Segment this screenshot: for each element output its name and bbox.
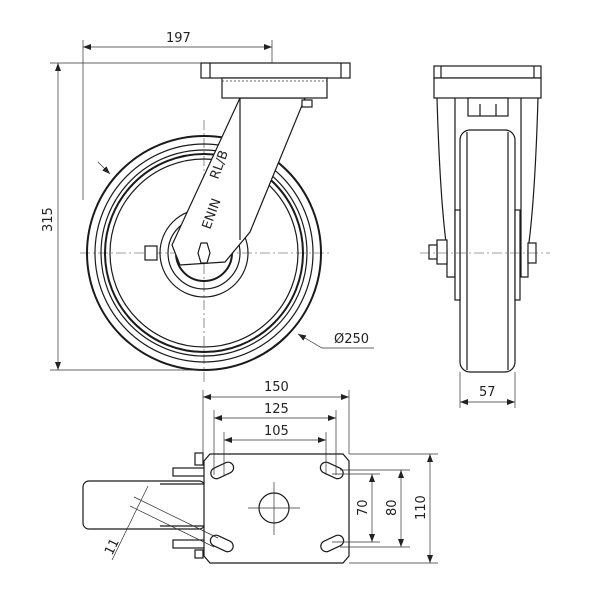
side-axle-nut-left <box>436 239 448 265</box>
dim-197-label: 197 <box>166 31 191 46</box>
dim-plate-length: 197 <box>82 31 273 200</box>
side-wheel <box>459 129 516 373</box>
slot-top-left <box>210 461 235 480</box>
dim-overall-height: 315 <box>41 62 204 371</box>
top-plate <box>200 62 351 79</box>
axle-nut-side <box>144 245 158 261</box>
dim-125-label: 125 <box>264 402 289 417</box>
top-view <box>82 452 350 564</box>
front-view: RL/B ENIN <box>80 62 351 385</box>
slot-bottom-right <box>320 534 345 553</box>
bearing-race <box>221 77 328 99</box>
dim-150-label: 150 <box>264 380 289 395</box>
king-pin-nut <box>467 97 509 117</box>
dim-250-label: Ø250 <box>334 332 369 347</box>
dim-80-label: 80 <box>385 499 400 516</box>
top-wheel <box>82 480 206 530</box>
side-top-plate <box>433 65 542 79</box>
dim-57-label: 57 <box>479 385 496 400</box>
mounting-plate <box>203 453 350 564</box>
dim-11-label: 11 <box>102 536 123 557</box>
side-view <box>420 65 550 373</box>
grease-nipple <box>301 99 313 108</box>
axle-hex-nut <box>197 242 211 264</box>
dim-315-label: 315 <box>41 207 56 232</box>
dim-wheel-diameter: Ø250 <box>97 161 374 349</box>
dim-70-label: 70 <box>356 499 371 516</box>
dim-110-label: 110 <box>414 495 429 520</box>
slot-top-right <box>319 461 344 480</box>
dim-105-label: 105 <box>264 424 289 439</box>
swivel-fork <box>171 97 306 266</box>
dim-wheel-width: 57 <box>459 372 516 408</box>
top-view-dimensions: 150 125 105 70 80 110 11 <box>102 380 438 564</box>
slot-bottom-left <box>209 534 234 553</box>
